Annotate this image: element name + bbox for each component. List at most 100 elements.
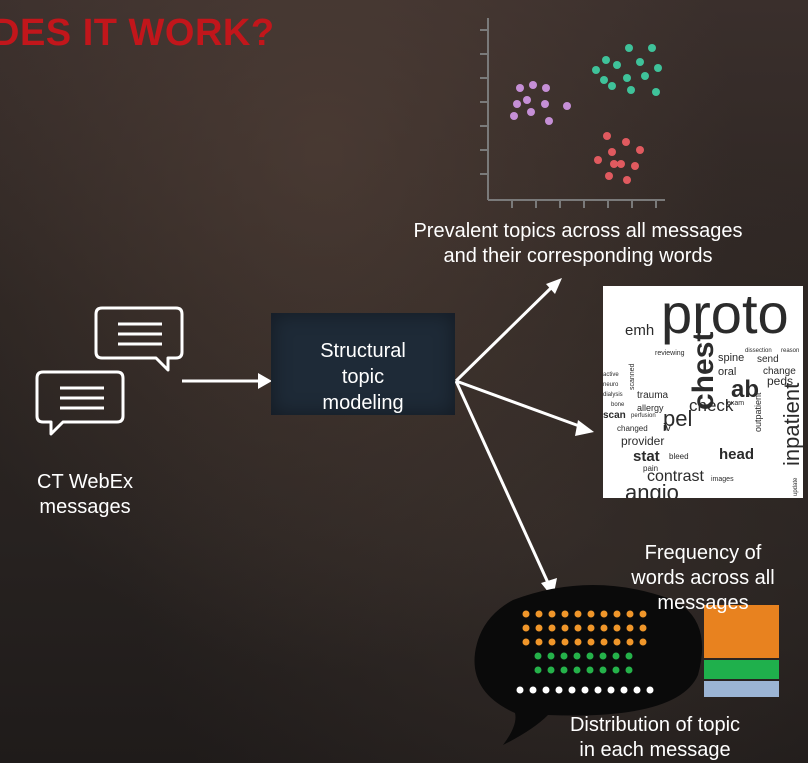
distribution-caption: Distribution of topic in each message [569,714,741,761]
stacked-bar-icon [704,605,779,697]
chat-bubbles-icon [35,306,184,436]
word-active: active [603,372,619,378]
topics-caption: Prevalent topics across all messages and… [413,220,743,267]
dot [522,610,530,618]
dot [548,624,556,632]
word-scan: scan [603,410,626,421]
word-trauma: trauma [637,390,669,401]
dot [607,686,615,694]
word-emh: emh [625,322,655,339]
dot [612,666,620,674]
dot [625,652,633,660]
dot [626,610,634,618]
dot [646,686,654,694]
scatter-plot-icon [480,18,665,208]
word-reason: reason [781,348,800,354]
dot [613,638,621,646]
dot [534,666,542,674]
word-change: change [763,366,796,377]
dot [560,652,568,660]
dot [547,666,555,674]
word-send: send [757,354,779,365]
word-contrast: contrast [647,468,704,485]
dot [534,652,542,660]
dot [522,638,530,646]
word-images: images [711,476,734,483]
dot [548,610,556,618]
word-bleed: bleed [669,452,689,461]
branch-arrows [454,278,594,598]
dot [561,610,569,618]
dot [639,610,647,618]
dot [587,638,595,646]
process-label: Structural topic modeling [320,340,406,414]
word-proto: proto [661,286,789,345]
dot [516,686,524,694]
stm-box [271,313,455,415]
dot [581,686,589,694]
dot [620,686,628,694]
word-oral: oral [718,366,737,378]
word-exam: exam [727,400,745,407]
dot [535,610,543,618]
dot [522,624,530,632]
word-allergy: allergy [637,403,664,413]
dot [599,666,607,674]
word-head: head [719,446,755,463]
dot [600,638,608,646]
dot [626,638,634,646]
dot [535,638,543,646]
word-iv: iv [663,422,671,434]
word-changed: changed [617,424,648,433]
word-update: update [793,477,799,496]
dot [548,638,556,646]
dot [600,624,608,632]
dot [547,652,555,660]
dot [574,624,582,632]
word-neuro: neuro [603,382,619,388]
dot [535,624,543,632]
dot [613,610,621,618]
dot [594,686,602,694]
word-cloud-image: proto emh chest reviewing spine dissecti… [603,286,803,498]
dot [625,666,633,674]
dot [586,652,594,660]
word-angio: angio [625,480,679,498]
word-bone: bone [611,402,625,408]
dot [599,652,607,660]
dot [561,638,569,646]
dot [555,686,563,694]
arrow-right-icon [182,373,272,389]
word-outpatient: outpatient [753,392,763,432]
dot-matrix-bubble-icon [474,585,703,745]
dot [587,610,595,618]
dot [573,666,581,674]
dot [639,624,647,632]
word-spine: spine [718,352,745,364]
word-pain: pain [643,464,659,473]
word-check: check [689,396,734,415]
input-label: CT WebEx messages [37,471,133,518]
dot [568,686,576,694]
dot [633,686,641,694]
dot [626,624,634,632]
dot [529,686,537,694]
word-inpatient: inpatient [779,382,803,466]
word-dialysis: dialysis [603,392,623,398]
word-perfusion: perfusion [631,413,656,419]
dot [542,686,550,694]
dot [574,610,582,618]
frequency-caption: Frequency of words across all messages [631,542,775,614]
word-dissection: dissection [745,348,772,354]
word-provider: provider [621,434,665,448]
word-stat: stat [633,448,660,465]
dot [573,652,581,660]
word-peds: peds [767,374,794,388]
dot [560,666,568,674]
dot [586,666,594,674]
word-scanned: scanned [629,363,636,390]
dot [561,624,569,632]
dot [600,610,608,618]
dot-grid [516,610,654,694]
